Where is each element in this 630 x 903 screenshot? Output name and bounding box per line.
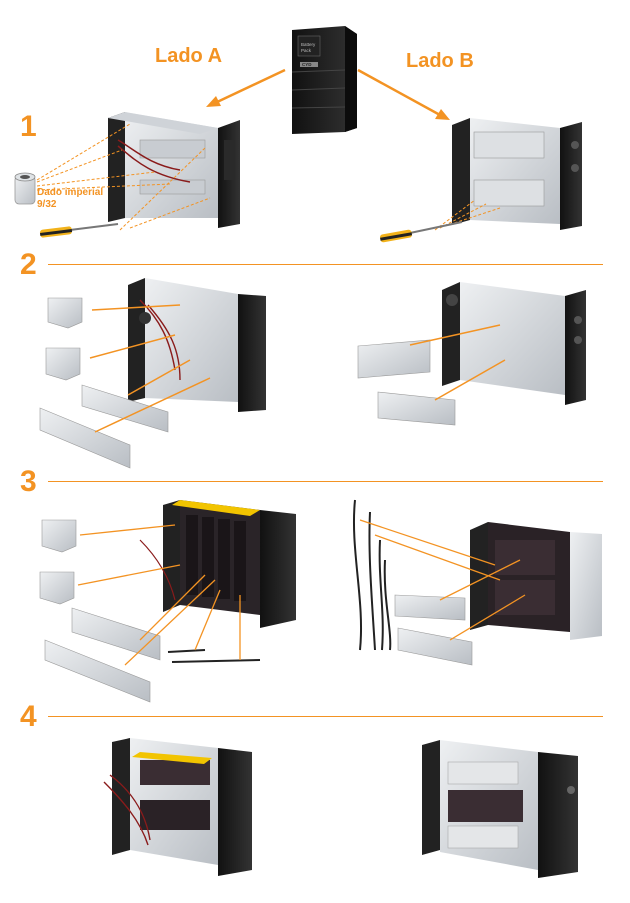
arrow-to-side-a <box>206 68 286 107</box>
step4-cabinet-side-a <box>103 738 252 876</box>
device-screen-line2: Pack <box>301 48 312 53</box>
device-screen-line1: Battery <box>301 42 316 47</box>
step1-side-b-dashed-lines <box>434 199 501 231</box>
socket-icon <box>14 172 36 205</box>
step3-cabinet-side-a <box>139 500 296 628</box>
step2-brackets-side-b <box>357 339 456 426</box>
arrow-to-side-b <box>357 68 450 120</box>
socket-tool-name: Dado imperial <box>37 187 104 198</box>
battery-pack-device <box>291 26 357 134</box>
step2-arrows-side-a <box>89 304 211 433</box>
step2-cabinet-side-b <box>442 282 586 405</box>
step-2-number: 2 <box>20 248 37 281</box>
side-a-label: Lado A <box>155 45 223 67</box>
screwdriver-icon <box>39 223 119 238</box>
step3-cabinet-side-b <box>470 522 602 640</box>
step2-cabinet-side-a <box>128 278 266 412</box>
screwdriver-b-icon <box>380 221 463 243</box>
step3-brackets-side-a <box>39 519 161 703</box>
step3-arrows-side-a <box>77 524 241 666</box>
step1-side-a-dashed-lines <box>36 123 211 231</box>
step-4-number: 4 <box>20 700 37 733</box>
step2-arrows-side-b <box>409 324 506 401</box>
step3-brackets-side-b <box>394 594 473 666</box>
step-2-divider <box>48 264 603 265</box>
side-b-label: Lado B <box>406 50 474 72</box>
socket-tool-size: 9/32 <box>37 199 57 210</box>
step-4-divider <box>48 716 603 717</box>
step3-cables-side-a <box>167 649 261 663</box>
step1-cabinet-side-b <box>452 118 582 230</box>
step3-arrows-side-b <box>359 519 526 641</box>
step-3-divider <box>48 481 603 482</box>
step1-cabinet-side-a <box>108 112 240 228</box>
device-brand-logo: CYD <box>302 62 312 67</box>
step2-brackets-side-a <box>39 297 169 469</box>
step4-cabinet-side-b <box>422 740 578 878</box>
step3-cables-side-b <box>352 499 392 651</box>
step-1-number: 1 <box>20 110 37 143</box>
step-3-number: 3 <box>20 465 37 498</box>
